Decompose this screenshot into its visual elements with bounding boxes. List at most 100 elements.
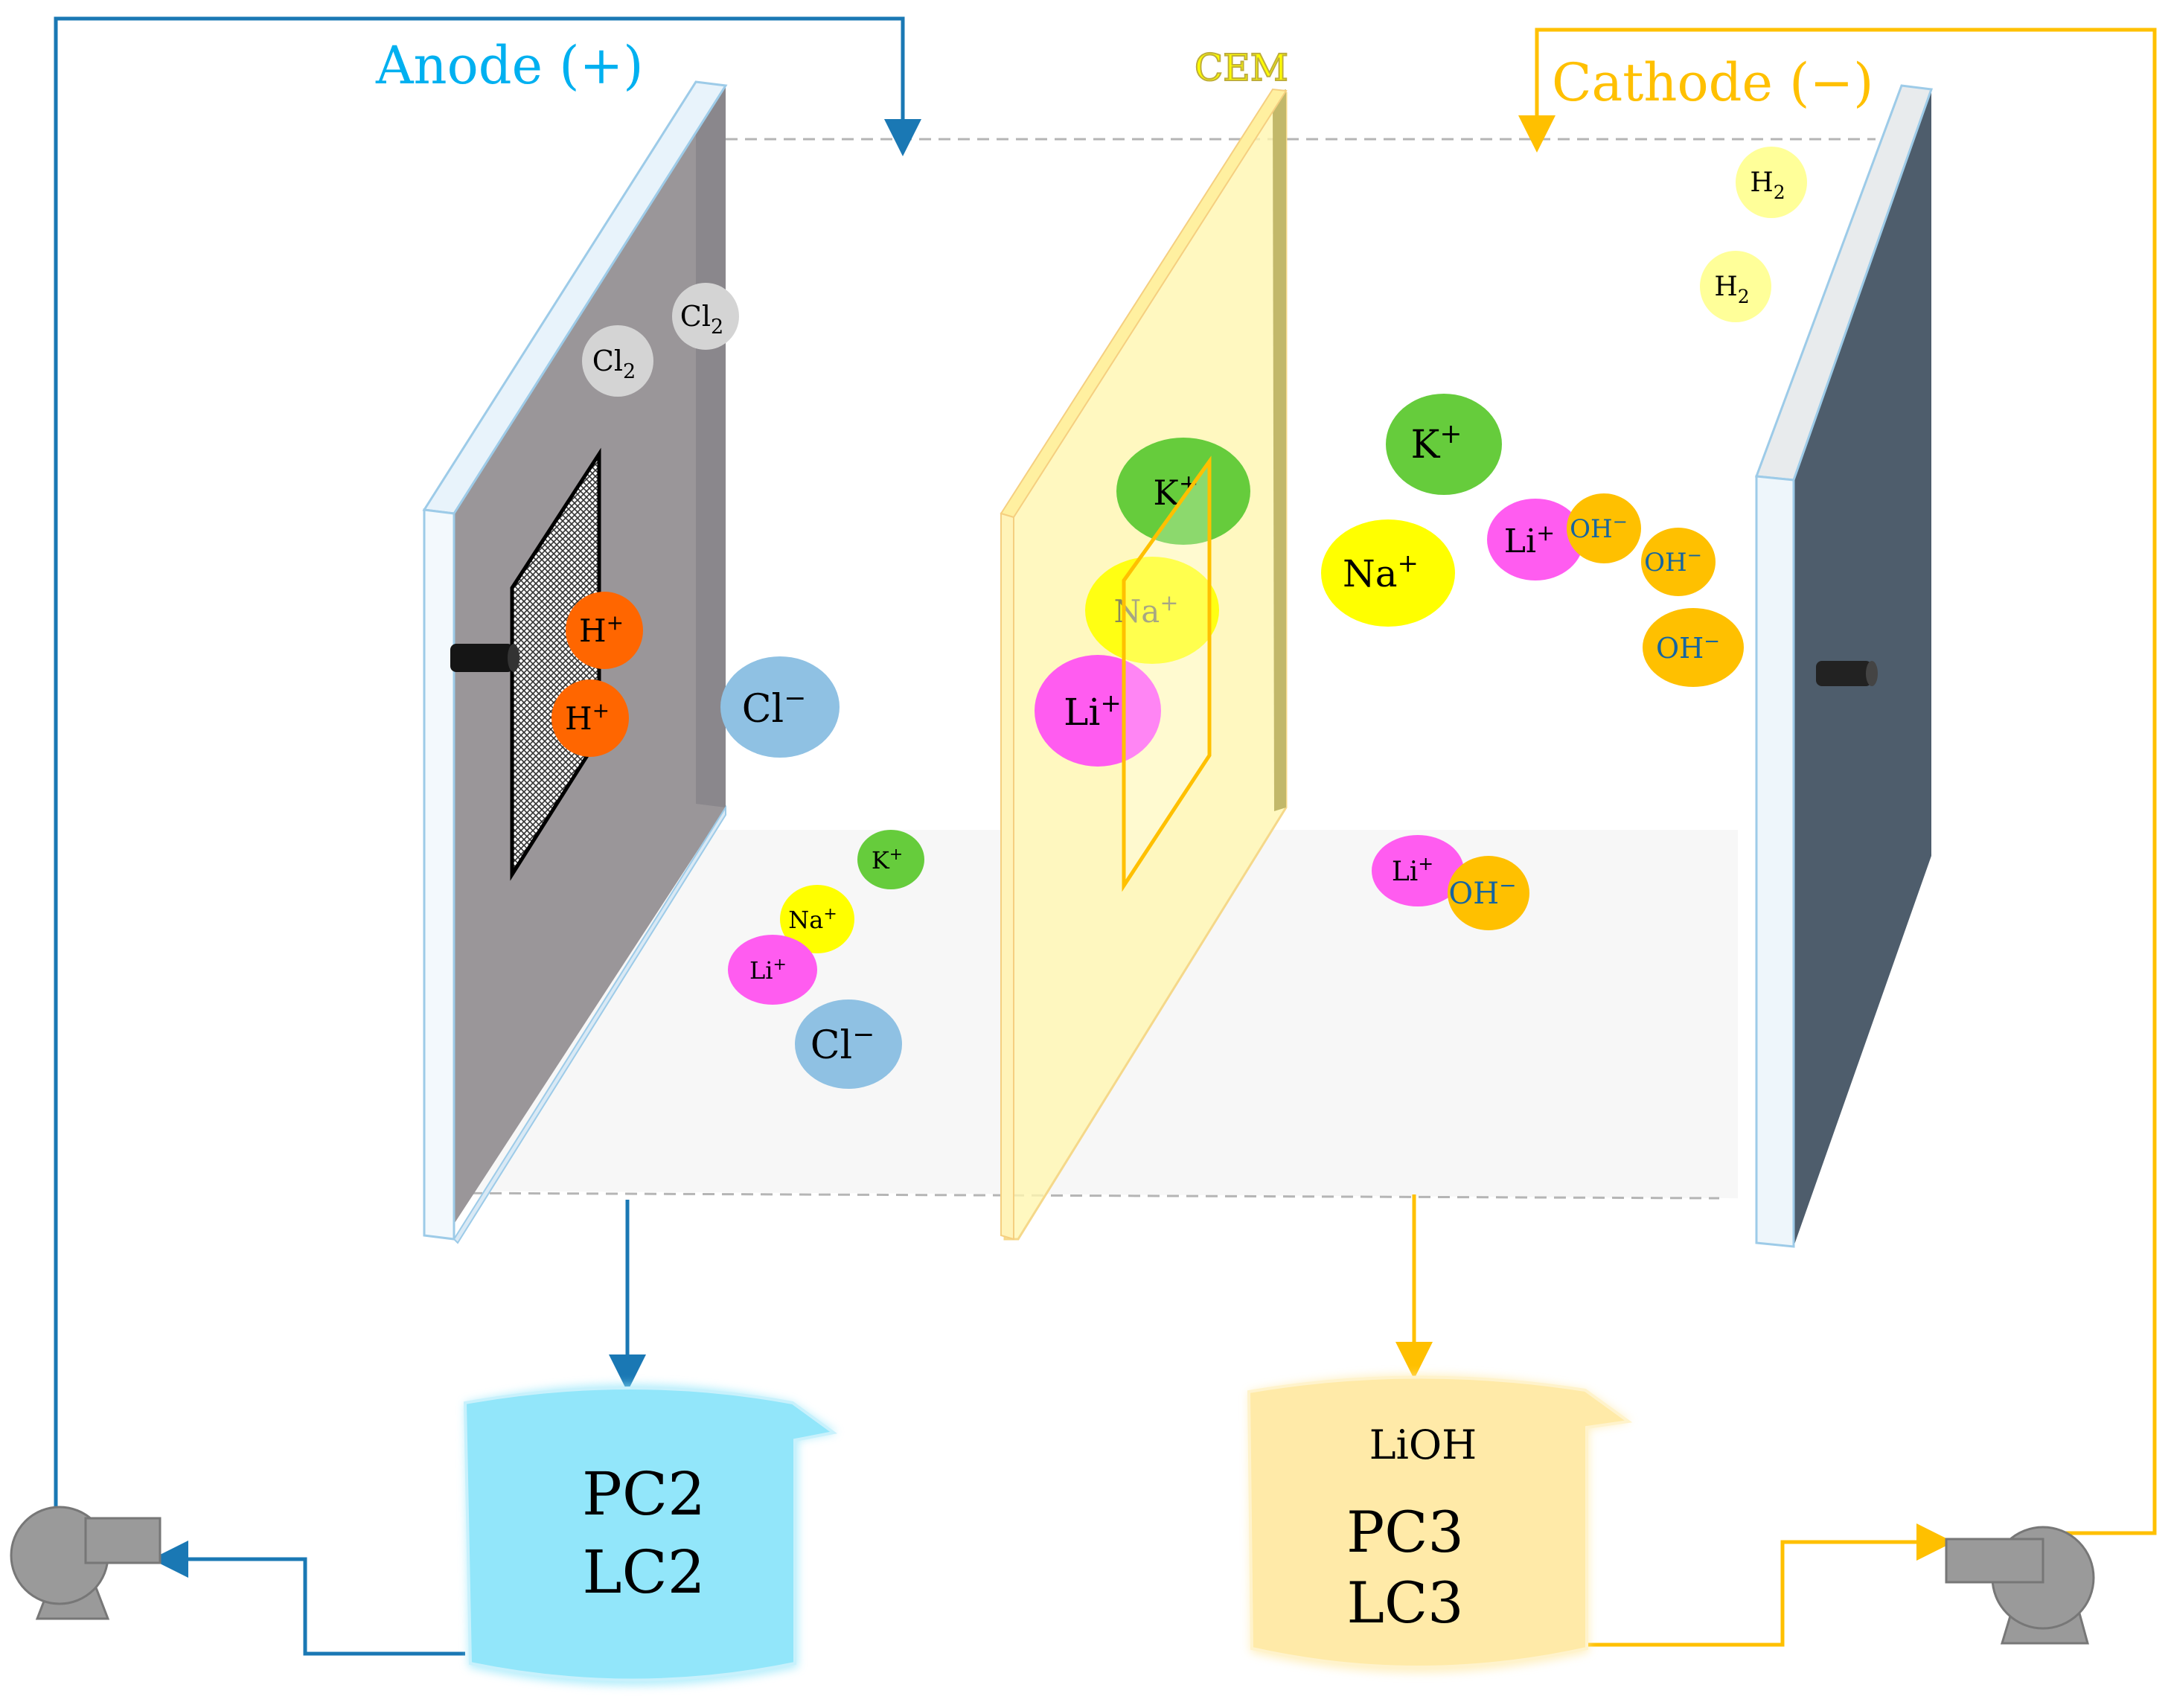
cem-edge-lower bbox=[1000, 512, 1014, 1241]
svg-text:Li+: Li+ bbox=[1064, 688, 1122, 734]
ion-h2-a: H2 bbox=[1736, 147, 1807, 218]
cathode-tank-to-pump-line bbox=[1582, 1523, 1954, 1647]
svg-text:Na+: Na+ bbox=[788, 905, 837, 934]
svg-text:Cl−: Cl− bbox=[742, 683, 807, 732]
ion-label-base: OH bbox=[1644, 548, 1687, 578]
ion-na-catholyte: Na+ bbox=[1321, 519, 1455, 627]
ion-h-a: H+ bbox=[566, 592, 643, 669]
ion-k-catholyte: K+ bbox=[1386, 394, 1502, 495]
ion-h2-b: H2 bbox=[1700, 251, 1771, 322]
svg-text:H+: H+ bbox=[579, 610, 624, 649]
ion-label-base: Li bbox=[1392, 857, 1418, 887]
ion-label-base: Cl bbox=[742, 687, 784, 732]
ion-label-sup: − bbox=[1687, 545, 1702, 566]
cem-membrane bbox=[1000, 88, 1288, 1241]
ion-label-base: Cl bbox=[592, 345, 623, 377]
cathode-plate-edge-lower bbox=[1755, 475, 1795, 1248]
ion-label-sup: − bbox=[852, 1020, 875, 1050]
membrane-label: CEM bbox=[1195, 46, 1288, 89]
ion-label-sup: + bbox=[1536, 520, 1555, 546]
anode-bottom-edge bbox=[453, 805, 726, 1244]
ion-label-base: Cl bbox=[680, 300, 711, 333]
svg-text:Cl2: Cl2 bbox=[592, 345, 636, 383]
ion-oh-b: OH− bbox=[1641, 528, 1716, 596]
anode-tank-to-pump-line bbox=[151, 1541, 465, 1656]
ion-h-b: H+ bbox=[551, 679, 629, 757]
anode-plate-side bbox=[696, 82, 726, 807]
ion-label-base: Li bbox=[1064, 691, 1100, 734]
ion-label-sup: + bbox=[1418, 853, 1433, 874]
ion-oh-a: OH− bbox=[1567, 493, 1641, 563]
ion-label-sup: − bbox=[784, 683, 806, 714]
svg-text:Na+: Na+ bbox=[1114, 590, 1179, 630]
ion-label-base: OH bbox=[1656, 632, 1704, 665]
ion-label-sub: 2 bbox=[711, 316, 723, 339]
ion-label-base: Na bbox=[788, 906, 823, 934]
ion-label-base: K bbox=[872, 846, 890, 874]
svg-text:OH−: OH− bbox=[1570, 511, 1628, 544]
ion-label-sup: + bbox=[1398, 548, 1419, 578]
anolyte-tank bbox=[463, 1384, 837, 1686]
ion-label-base: OH bbox=[1448, 877, 1499, 911]
ion-label-base: Cl bbox=[810, 1023, 852, 1068]
anolyte-tank-line1: PC2 bbox=[582, 1459, 706, 1529]
ion-label-sup: + bbox=[592, 698, 610, 723]
anode-pump bbox=[10, 1506, 162, 1620]
ion-label-base: Na bbox=[1114, 593, 1160, 630]
anode-label: Anode (+) bbox=[375, 35, 644, 96]
cathode-return-line bbox=[1518, 28, 2157, 1535]
svg-text:OH−: OH− bbox=[1644, 545, 1702, 578]
ion-k-membrane: K+ bbox=[1116, 438, 1250, 545]
ion-label-sup: + bbox=[607, 610, 624, 635]
ion-label-sub: 2 bbox=[1774, 182, 1785, 203]
cathode-label: Cathode (−) bbox=[1552, 52, 1873, 113]
cathode-pump bbox=[1945, 1526, 2095, 1645]
ion-li-catholyte-b: Li+ bbox=[1372, 835, 1464, 906]
catholyte-tank-product: LiOH bbox=[1369, 1421, 1477, 1468]
svg-text:K+: K+ bbox=[872, 845, 903, 874]
ion-label-base: K bbox=[1410, 423, 1440, 467]
catholyte-tank-line2: LC3 bbox=[1347, 1570, 1464, 1636]
ion-label-base: H bbox=[565, 700, 592, 737]
ion-label-base: Li bbox=[1504, 522, 1536, 560]
svg-text:H2: H2 bbox=[1714, 272, 1749, 307]
anolyte-tank-line2: LC2 bbox=[582, 1538, 705, 1607]
svg-text:H2: H2 bbox=[1750, 167, 1785, 203]
ion-label-sup: + bbox=[823, 905, 837, 924]
cem-side bbox=[1273, 89, 1286, 811]
ion-label-base: OH bbox=[1570, 514, 1613, 544]
ion-label-sup: + bbox=[1160, 590, 1178, 616]
ion-k-anolyte: K+ bbox=[857, 830, 924, 889]
ion-label-sup: − bbox=[1704, 630, 1720, 653]
ion-label-base: H bbox=[1750, 167, 1773, 198]
anode-return-line bbox=[54, 16, 921, 1507]
catholyte-tank bbox=[1247, 1374, 1633, 1673]
ion-label-sup: + bbox=[889, 845, 903, 864]
cathode-plate bbox=[1754, 84, 1934, 1248]
ion-label-sup: + bbox=[1439, 419, 1462, 450]
svg-text:Cl2: Cl2 bbox=[680, 300, 723, 339]
bottom-dashed-edge bbox=[431, 1192, 1720, 1200]
ion-label-base: Na bbox=[1343, 552, 1398, 595]
ion-li-anolyte: Li+ bbox=[728, 935, 817, 1005]
ion-li-catholyte-a: Li+ bbox=[1487, 499, 1584, 580]
ion-label-sub: 2 bbox=[623, 360, 636, 383]
ion-cl2-b: Cl2 bbox=[582, 325, 653, 397]
ion-label-sub: 2 bbox=[1738, 286, 1750, 307]
svg-text:OH−: OH− bbox=[1448, 873, 1516, 911]
ion-li-membrane: Li+ bbox=[1035, 655, 1161, 767]
cathode-connector bbox=[1816, 661, 1878, 686]
catholyte-tank-line1: PC3 bbox=[1346, 1499, 1464, 1565]
ion-oh-c: OH− bbox=[1643, 608, 1744, 687]
ion-na-anolyte: Na+ bbox=[780, 885, 854, 953]
svg-text:Li+: Li+ bbox=[749, 956, 787, 985]
svg-text:Li+: Li+ bbox=[1504, 520, 1555, 560]
svg-text:K+: K+ bbox=[1153, 469, 1198, 513]
ion-cl2-a: Cl2 bbox=[672, 283, 739, 350]
ion-cl-a: Cl− bbox=[720, 656, 840, 758]
ion-label-base: Li bbox=[749, 956, 773, 985]
svg-text:H+: H+ bbox=[565, 698, 610, 737]
membrane-pore-window bbox=[1122, 455, 1212, 892]
svg-text:OH−: OH− bbox=[1656, 630, 1720, 665]
